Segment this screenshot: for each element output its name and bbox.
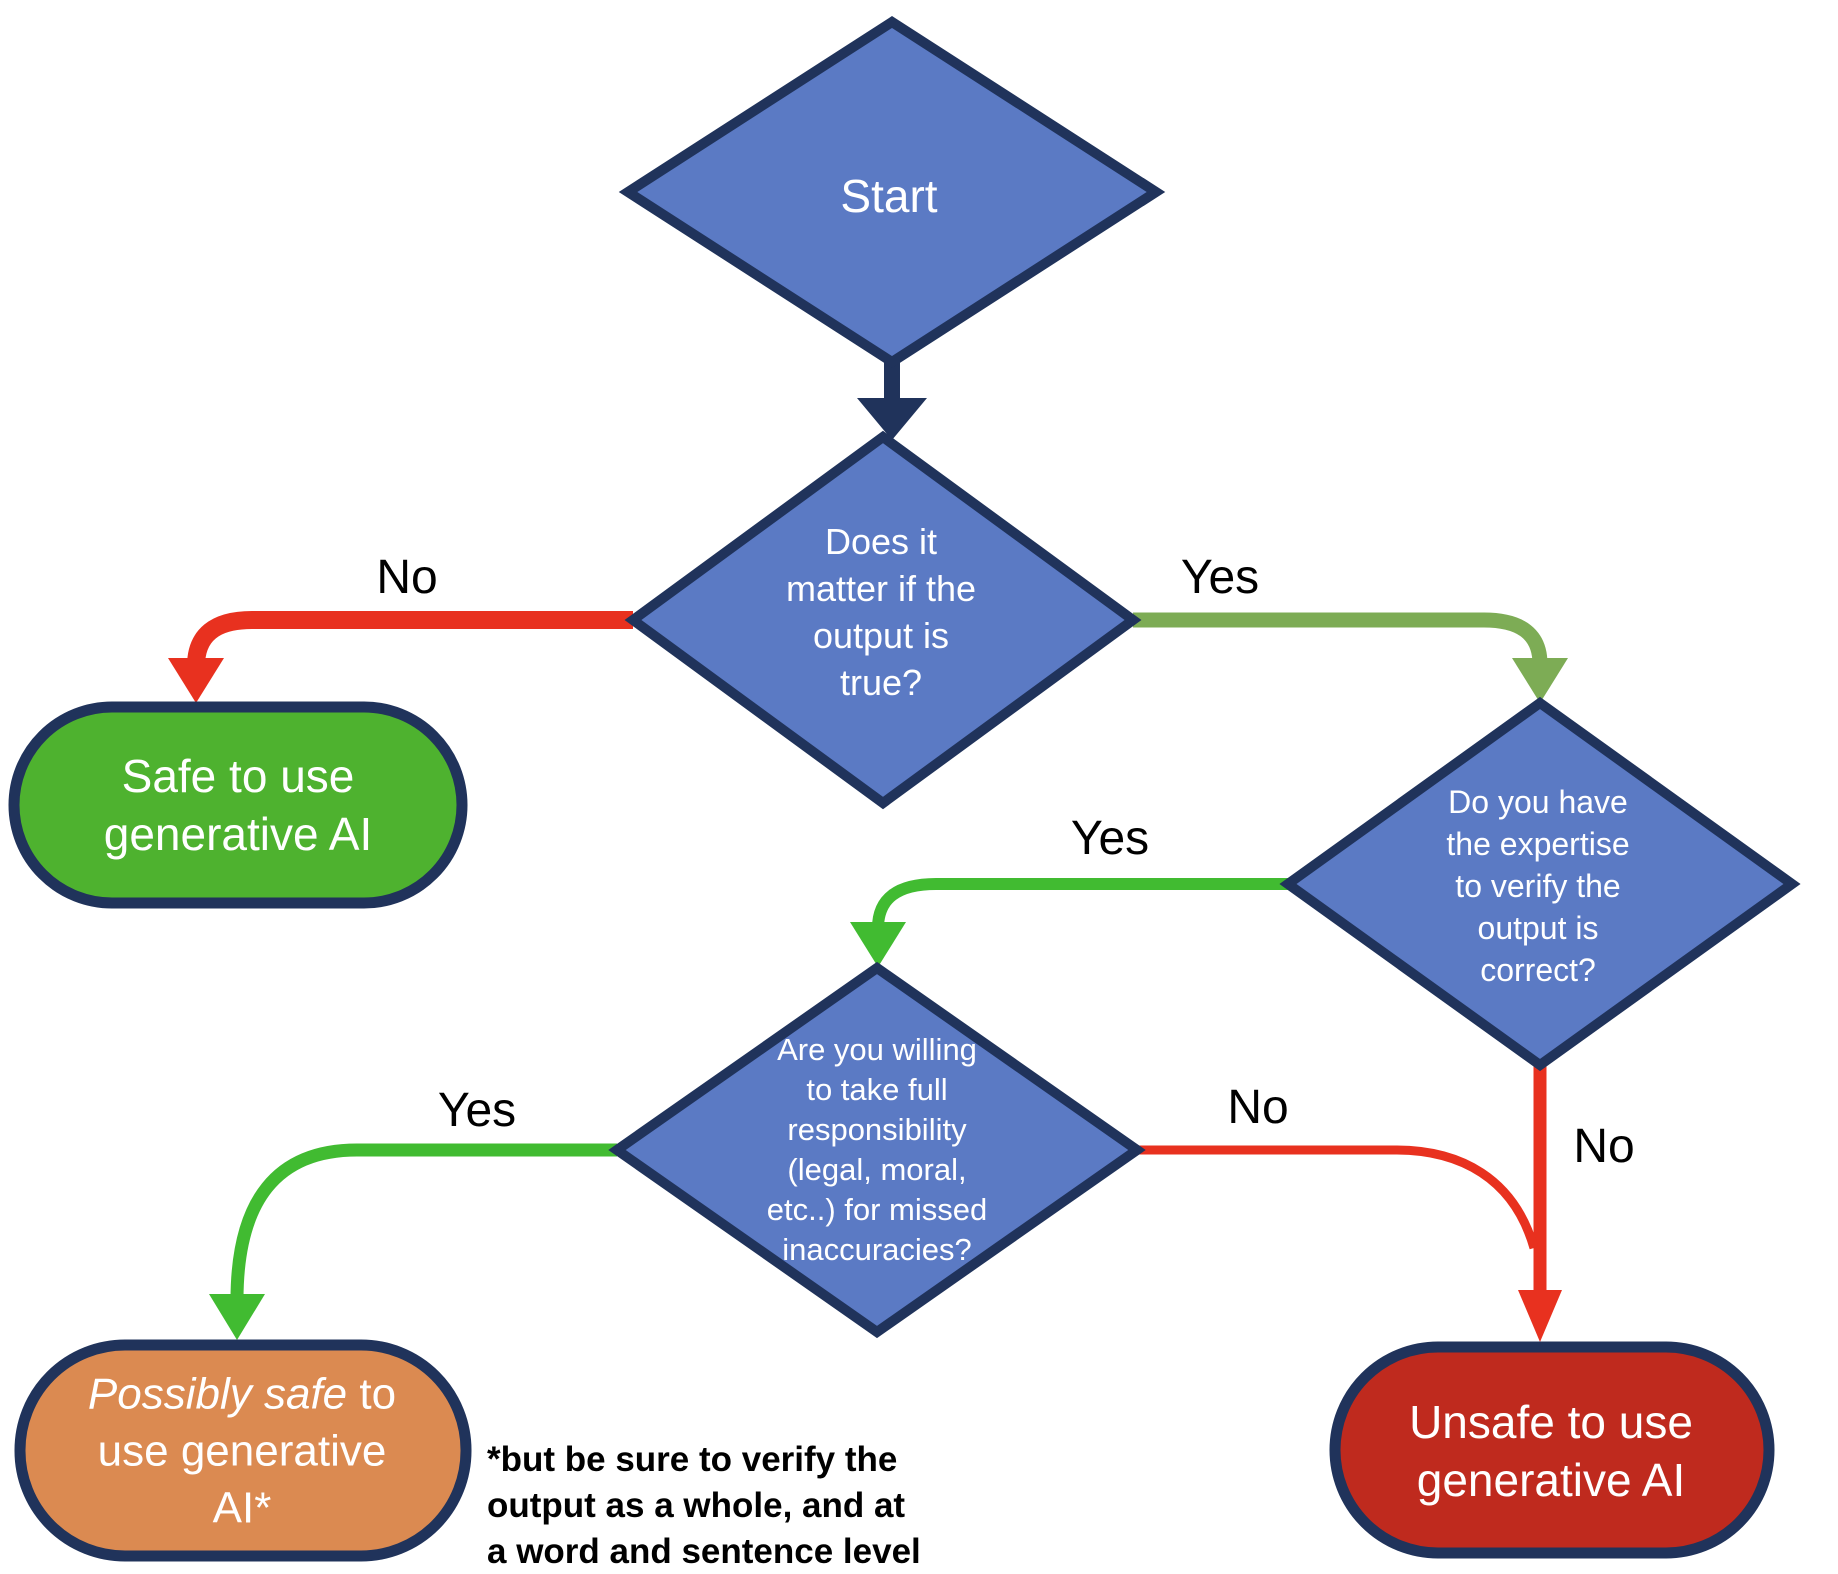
node-expertise-shape [1279, 696, 1801, 1072]
node-matter-shape [624, 430, 1142, 810]
node-start-label: Start [840, 170, 938, 222]
node-possibly-safe-shape [14, 1339, 472, 1562]
arrowhead-down-red-icon [1518, 1290, 1562, 1342]
node-matter-label: Does it matter if the output is true? [785, 521, 977, 703]
node-unsafe-shape [1329, 1341, 1775, 1559]
edge-label-responsibility-yes: Yes [437, 1084, 517, 1137]
node-responsibility-label: Are you willing to take full responsibil… [766, 1032, 988, 1267]
arrowhead-down-red-icon [168, 658, 224, 703]
node-unsafe-label: Unsafe to use generative AI [1409, 1396, 1693, 1506]
arrowhead-down-green-icon [850, 922, 906, 967]
node-possibly-safe-label-rest: to use generative AI* [97, 1369, 397, 1533]
node-responsibility-shape [608, 961, 1146, 1339]
edge-responsibility-yes [209, 1143, 617, 1340]
edge-matter-no-line [187, 611, 633, 667]
edge-start-to-matter [857, 360, 927, 440]
edge-expertise-no [1518, 1064, 1562, 1342]
edge-responsibility-no [1137, 1145, 1539, 1250]
arrowhead-down-green-icon [209, 1294, 265, 1340]
arrowhead-down-navy-icon [857, 398, 927, 440]
edge-matter-yes-line [1133, 612, 1548, 665]
edge-label-matter-yes: Yes [1180, 551, 1260, 604]
node-expertise-label: Do you have the expertise to verify the … [1446, 784, 1630, 988]
node-possibly-safe-label: Possibly safe to use generative AI* [27, 1366, 457, 1537]
edge-label-expertise-no: No [1573, 1120, 1635, 1173]
node-possibly-safe-label-italic: Possibly safe [87, 1369, 348, 1419]
edge-responsibility-no-line [1137, 1145, 1539, 1250]
edge-label-matter-no: No [376, 551, 438, 604]
edge-expertise-yes-line [872, 878, 1288, 929]
edge-matter-yes [1133, 612, 1568, 703]
edge-matter-no [168, 611, 633, 703]
edge-expertise-yes [850, 878, 1288, 967]
node-safe-label: Safe to use generative AI [103, 750, 373, 860]
edge-responsibility-yes-line [230, 1143, 617, 1301]
node-safe-shape [8, 701, 468, 909]
edge-label-expertise-yes: Yes [1070, 812, 1150, 865]
edge-label-responsibility-no: No [1227, 1081, 1289, 1134]
arrowhead-down-olive-icon [1512, 658, 1568, 703]
node-start-shape [618, 16, 1166, 368]
footnote-text: *but be sure to verify the output as a w… [487, 1440, 921, 1571]
